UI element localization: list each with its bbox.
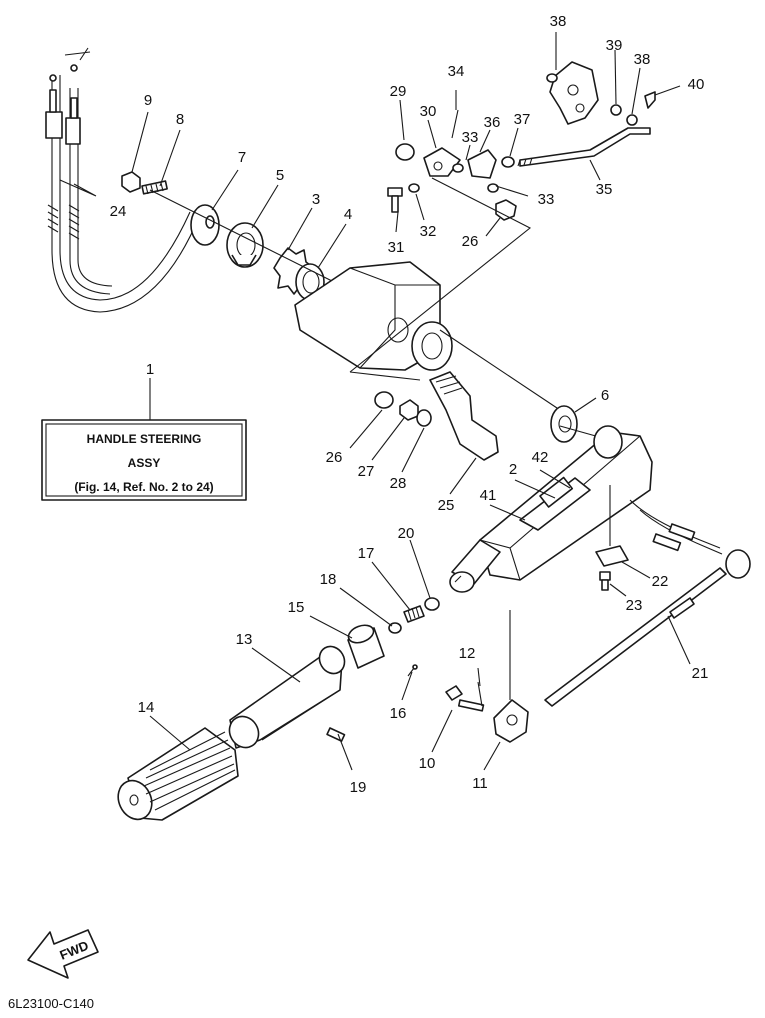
callout-26-upper: 26 (462, 233, 479, 250)
callout-41: 41 (480, 487, 497, 504)
callout-leaders (59, 32, 691, 771)
callout-12: 12 (459, 645, 476, 662)
friction-parts (374, 371, 499, 461)
callout-32: 32 (420, 223, 437, 240)
callout-29: 29 (390, 83, 407, 100)
pivot-hardware (121, 171, 431, 331)
assembly-subtitle: ASSY (128, 456, 161, 470)
fwd-arrow-icon: FWD (27, 929, 99, 979)
steering-arm (449, 405, 723, 700)
callout-7: 7 (238, 149, 246, 166)
callout-27: 27 (358, 463, 375, 480)
callout-26-lower: 26 (326, 449, 343, 466)
assembly-reference-box: HANDLE STEERING ASSY (Fig. 14, Ref. No. … (41, 419, 247, 501)
callout-38-lower: 38 (634, 51, 651, 68)
shift-linkage (349, 61, 656, 373)
callout-20: 20 (398, 525, 415, 542)
callout-24: 24 (110, 203, 127, 220)
callout-23: 23 (626, 597, 643, 614)
callout-11: 11 (472, 775, 488, 792)
callout-8: 8 (176, 111, 184, 128)
callout-28: 28 (390, 475, 407, 492)
callout-39: 39 (606, 37, 623, 54)
callout-37: 37 (514, 111, 531, 128)
callout-13: 13 (236, 631, 253, 648)
lower-linkage (445, 549, 751, 743)
callout-numbers: 1 2 3 4 5 6 7 8 9 10 11 12 13 14 15 16 1… (110, 13, 709, 796)
callout-9: 9 (144, 92, 152, 109)
callout-33-lower: 33 (538, 191, 555, 208)
steering-bracket (294, 261, 561, 411)
callout-2: 2 (509, 461, 517, 478)
callout-36: 36 (484, 114, 501, 131)
callout-6: 6 (601, 387, 609, 404)
callout-34: 34 (448, 63, 465, 80)
assembly-reference: (Fig. 14, Ref. No. 2 to 24) (74, 480, 213, 494)
callout-18: 18 (320, 571, 337, 588)
callout-31: 31 (388, 239, 405, 256)
callout-21: 21 (692, 665, 709, 682)
callout-33-upper: 33 (462, 129, 479, 146)
callout-15: 15 (288, 599, 305, 616)
callout-4: 4 (344, 206, 352, 223)
callout-22: 22 (652, 573, 669, 590)
callout-5: 5 (276, 167, 284, 184)
callout-10: 10 (419, 755, 436, 772)
assembly-title: HANDLE STEERING (87, 432, 202, 446)
callout-38-upper: 38 (550, 13, 567, 30)
callout-40: 40 (688, 76, 705, 93)
callout-14: 14 (138, 699, 155, 716)
callout-30: 30 (420, 103, 437, 120)
callout-1: 1 (146, 361, 154, 378)
callout-35: 35 (596, 181, 613, 198)
diagram-code: 6L23100-C140 (8, 996, 94, 1011)
throttle-grip (117, 597, 440, 821)
callout-42: 42 (532, 449, 549, 466)
control-cables (45, 47, 201, 313)
callout-25: 25 (438, 497, 455, 514)
callout-16: 16 (390, 705, 407, 722)
callout-19: 19 (350, 779, 367, 796)
callout-17: 17 (358, 545, 375, 562)
callout-3: 3 (312, 191, 320, 208)
